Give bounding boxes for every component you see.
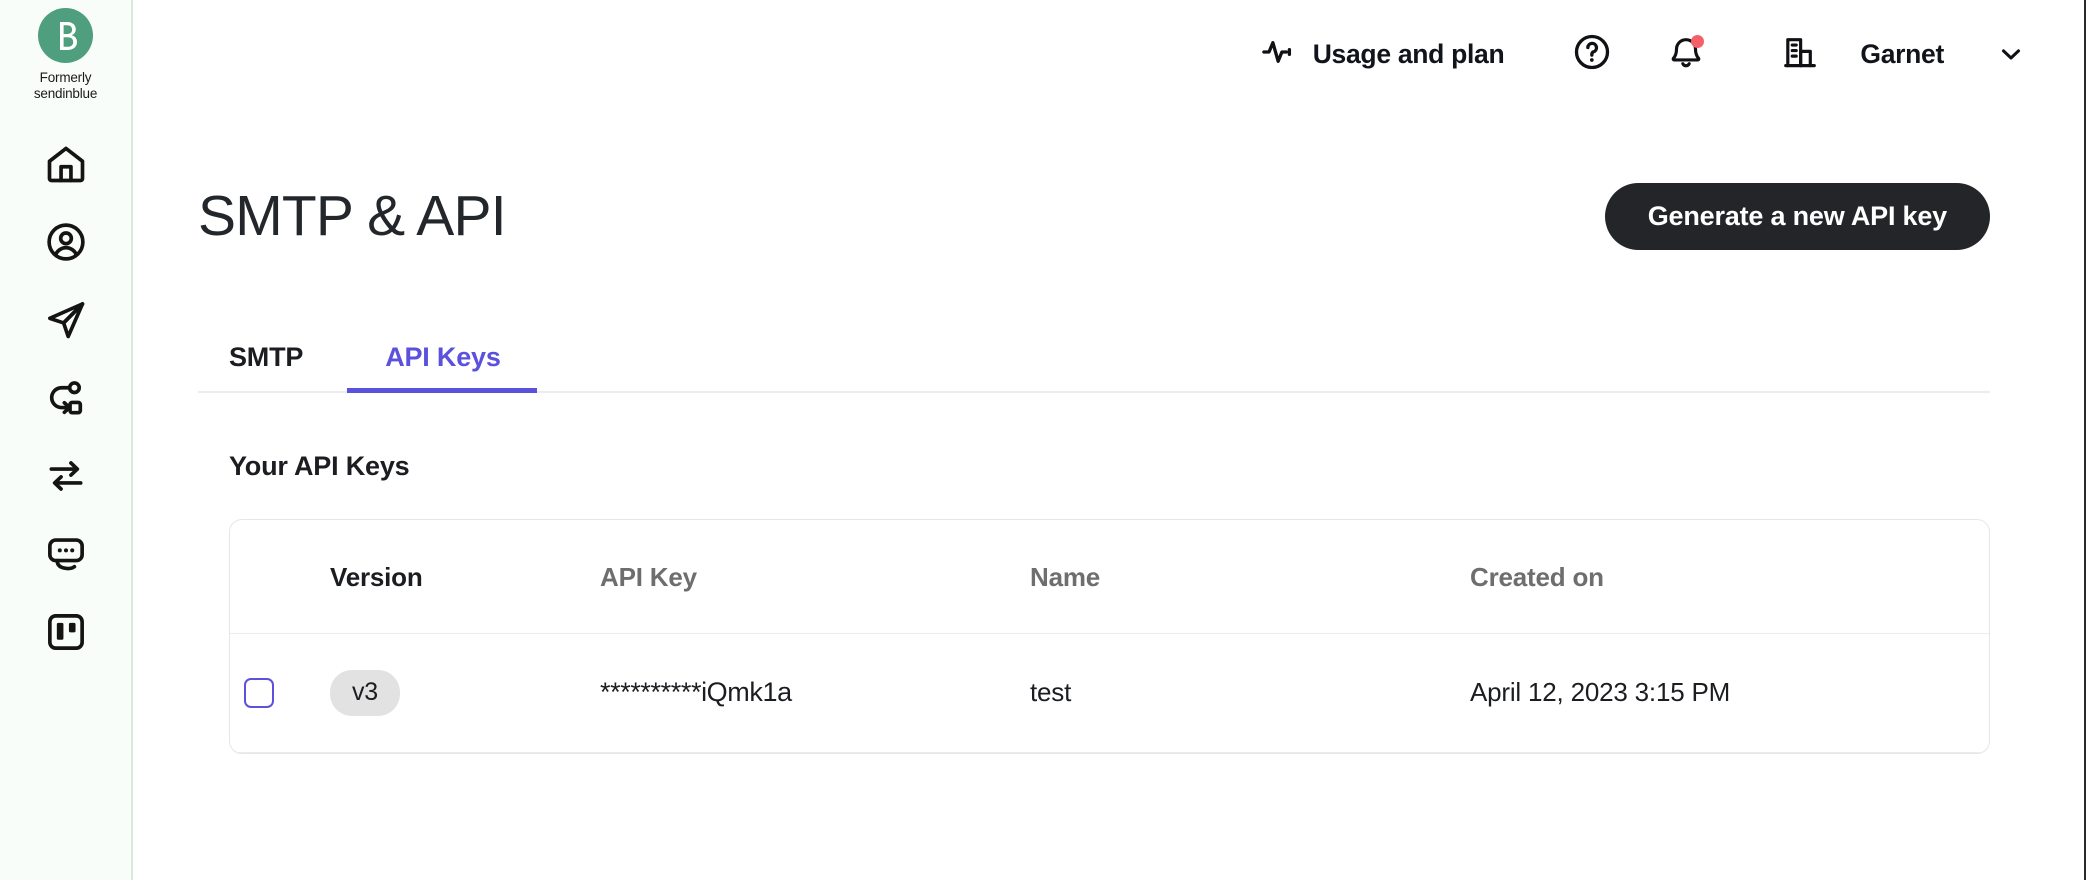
company-switcher-icon-button[interactable] <box>1768 27 1832 82</box>
help-button[interactable] <box>1560 27 1624 82</box>
row-select-cell <box>230 633 330 753</box>
version-badge: v3 <box>330 670 401 716</box>
row-name-cell: test <box>1030 633 1470 753</box>
column-header-version: Version <box>330 520 600 634</box>
sidebar-item-conversations[interactable] <box>0 515 131 593</box>
sidebar-nav <box>0 125 131 671</box>
row-api-key-cell: **********iQmk1a <box>600 633 1030 753</box>
column-header-created-on: Created on <box>1470 520 1989 634</box>
usage-and-plan-button[interactable]: Usage and plan <box>1260 34 1505 75</box>
sidebar-item-campaigns[interactable] <box>0 281 131 359</box>
sidebar-item-deals[interactable] <box>0 593 131 671</box>
api-keys-table-card: Version API Key Name Created on <box>229 519 1990 754</box>
top-bar: Usage and plan <box>133 0 2086 108</box>
sidebar-item-home[interactable] <box>0 125 131 203</box>
brand-subtitle-line2: sendinblue <box>33 85 98 101</box>
sidebar-item-automation[interactable] <box>0 359 131 437</box>
brevo-logo-icon <box>38 8 93 63</box>
page-container: SMTP & API Generate a new API key SMTP A… <box>133 160 2086 754</box>
generate-new-api-key-button[interactable]: Generate a new API key <box>1604 182 1990 250</box>
column-header-name: Name <box>1030 520 1470 634</box>
notifications-button[interactable] <box>1654 27 1718 82</box>
campaigns-icon <box>44 298 88 342</box>
table-row[interactable]: v3 **********iQmk1a test April 12, 2023 … <box>230 633 1989 753</box>
deals-icon <box>44 610 88 654</box>
page-header: SMTP & API Generate a new API key <box>198 160 1990 272</box>
api-keys-table: Version API Key Name Created on <box>230 520 1989 753</box>
left-sidebar: Formerly sendinblue <box>0 0 133 880</box>
bell-icon <box>1667 33 1705 76</box>
sidebar-item-transactional[interactable] <box>0 437 131 515</box>
brand-logo[interactable]: Formerly sendinblue <box>34 8 97 101</box>
question-circle-icon <box>1572 32 1612 77</box>
transactional-icon <box>44 454 88 498</box>
table-body: v3 **********iQmk1a test April 12, 2023 … <box>230 633 1989 753</box>
row-version-cell: v3 <box>330 633 600 753</box>
conversations-icon <box>44 532 88 576</box>
contacts-icon <box>44 220 88 264</box>
row-created-on-cell: April 12, 2023 3:15 PM <box>1470 633 1989 753</box>
column-header-select <box>230 520 330 634</box>
section-title: Your API Keys <box>229 451 410 481</box>
building-icon <box>1781 33 1819 76</box>
automation-icon <box>44 376 88 420</box>
brand-subtitle: Formerly sendinblue <box>33 70 98 101</box>
account-menu[interactable]: Garnet <box>1860 39 2026 70</box>
row-checkbox[interactable] <box>244 677 274 708</box>
account-name: Garnet <box>1860 38 1944 69</box>
home-icon <box>44 142 88 186</box>
activity-pulse-icon <box>1260 34 1296 75</box>
chevron-down-icon <box>1996 39 2026 69</box>
window-right-edge <box>2084 0 2086 880</box>
tab-bar: SMTP API Keys <box>198 320 1990 393</box>
main-content: Usage and plan <box>133 0 2086 880</box>
column-header-api-key: API Key <box>600 520 1030 634</box>
tab-api-keys[interactable]: API Keys <box>347 342 538 393</box>
notification-badge-dot <box>1691 34 1705 48</box>
table-header-row: Version API Key Name Created on <box>230 520 1989 634</box>
usage-and-plan-label: Usage and plan <box>1312 38 1505 69</box>
brand-subtitle-line1: Formerly <box>39 70 92 85</box>
table-header: Version API Key Name Created on <box>230 520 1989 634</box>
tab-smtp[interactable]: SMTP <box>229 342 347 391</box>
page-title: SMTP & API <box>198 183 507 248</box>
sidebar-item-contacts[interactable] <box>0 203 131 281</box>
